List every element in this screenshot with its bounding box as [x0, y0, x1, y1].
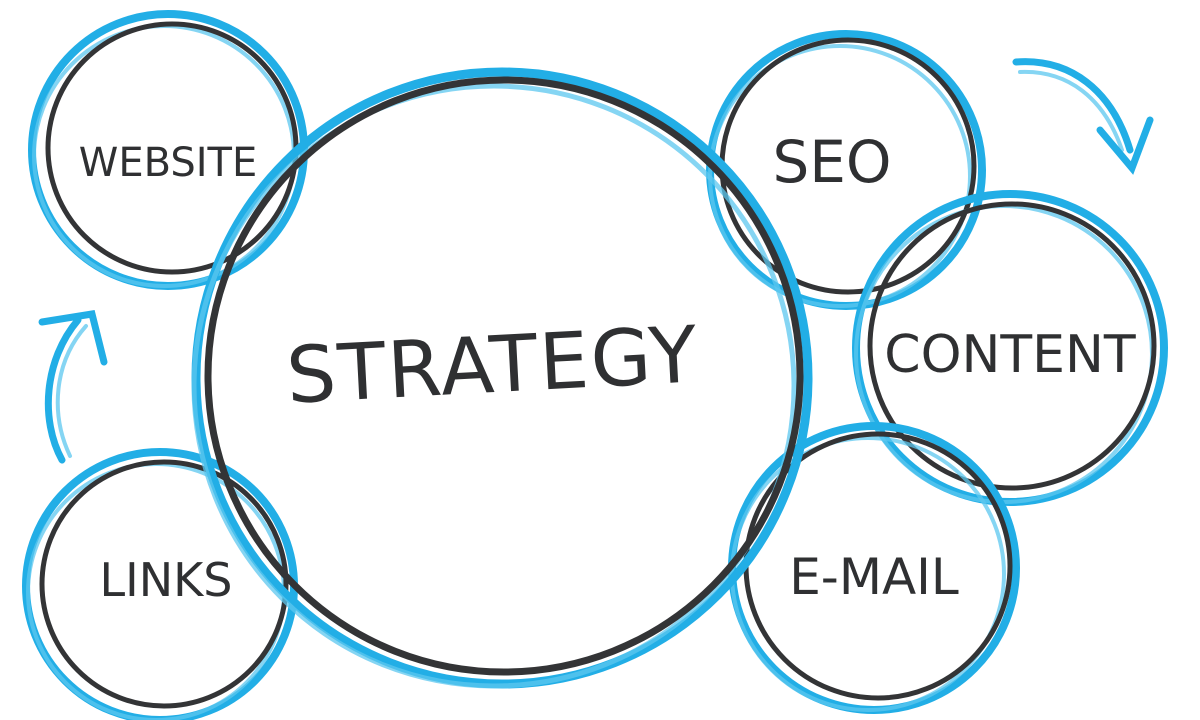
node-content — [852, 190, 1168, 506]
arrow-left — [38, 310, 108, 464]
label-strategy: STRATEGY — [284, 310, 701, 421]
label-links: LINKS — [100, 553, 233, 607]
label-email: E-MAIL — [789, 548, 959, 606]
node-strategy — [191, 67, 813, 689]
arrow-top-right — [1012, 58, 1154, 175]
label-content: CONTENT — [884, 325, 1136, 385]
label-seo: SEO — [772, 128, 891, 196]
label-website: WEBSITE — [79, 140, 257, 186]
